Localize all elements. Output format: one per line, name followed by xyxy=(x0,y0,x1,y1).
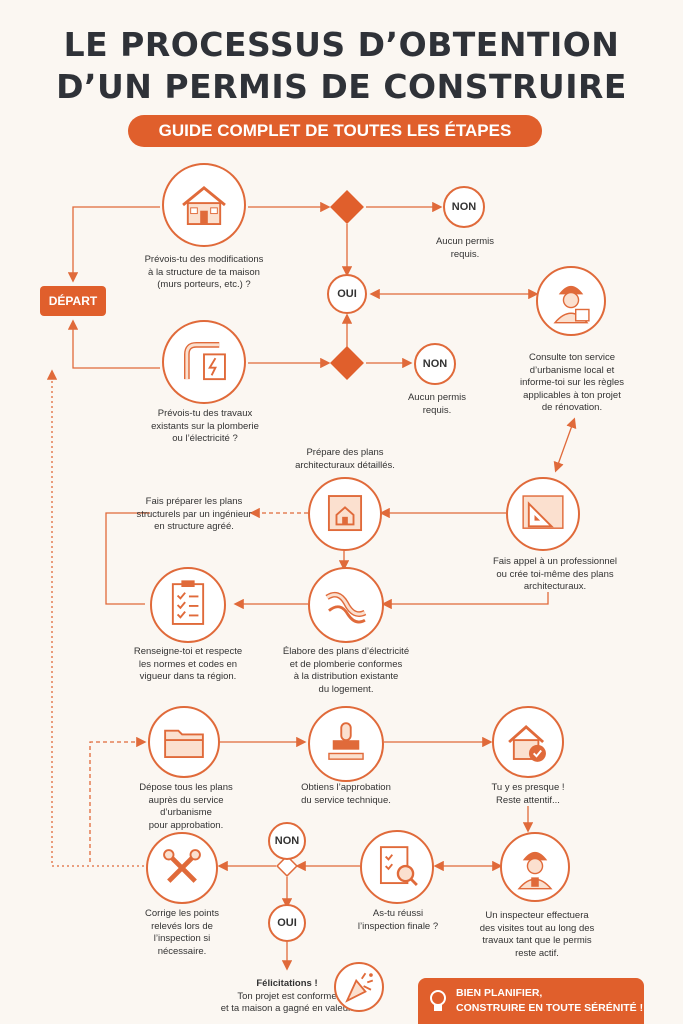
page-title-line-2: D’UN PERMIS DE CONSTRUIRE xyxy=(56,67,627,106)
inspector-icon xyxy=(517,851,553,890)
blueprint-node[interactable] xyxy=(308,477,382,551)
yes-badge-2: OUI xyxy=(268,904,306,942)
ruler-square-icon xyxy=(522,495,564,529)
no-badge-3: NON xyxy=(268,822,306,860)
subtitle-banner: GUIDE COMPLET DE TOUTES LES ÉTAPES xyxy=(128,115,542,147)
cables-icon xyxy=(325,591,367,624)
stamp-icon xyxy=(328,722,364,760)
professional-node[interactable] xyxy=(506,477,580,551)
pipes-icon xyxy=(184,342,226,381)
norms-node[interactable] xyxy=(150,567,226,643)
step-almost: Tu y es presque !Reste attentif... xyxy=(491,782,565,806)
house-check-icon xyxy=(508,724,546,762)
clipboard-icon xyxy=(171,580,205,625)
elec-plans-node[interactable] xyxy=(308,567,384,643)
no-badge-2: NON xyxy=(414,343,456,385)
party-node xyxy=(334,962,384,1012)
house-icon xyxy=(182,186,226,225)
yes-badge-1: OUI xyxy=(327,274,367,314)
submit-node[interactable] xyxy=(148,706,220,778)
banner-line-2: CONSTRUIRE EN TOUTE SÉRÉNITÉ ! xyxy=(456,1002,644,1014)
party-popper-icon xyxy=(345,972,374,1003)
approval-node[interactable] xyxy=(308,706,384,782)
report-search-icon xyxy=(379,846,418,886)
folder-icon xyxy=(164,729,204,759)
banner-line-1: BIEN PLANIFIER, xyxy=(456,987,543,999)
worker-icon xyxy=(553,285,590,324)
lightbulb-icon xyxy=(430,990,446,1011)
blueprint-icon xyxy=(327,495,363,532)
consult-node[interactable] xyxy=(536,266,606,336)
fix-node[interactable] xyxy=(146,832,218,904)
start-button[interactable]: DÉPART xyxy=(40,286,106,316)
pipes-node[interactable] xyxy=(162,320,246,404)
inspector-node[interactable] xyxy=(500,832,570,902)
tools-icon xyxy=(163,849,201,883)
house-node[interactable] xyxy=(162,163,246,247)
no-badge-1: NON xyxy=(443,186,485,228)
page-title-line-1: LE PROCESSUS D’OBTENTION xyxy=(63,25,620,64)
inspection-node[interactable] xyxy=(360,830,434,904)
almost-node[interactable] xyxy=(492,706,564,778)
footer-banner: BIEN PLANIFIER, CONSTRUIRE EN TOUTE SÉRÉ… xyxy=(418,978,644,1024)
